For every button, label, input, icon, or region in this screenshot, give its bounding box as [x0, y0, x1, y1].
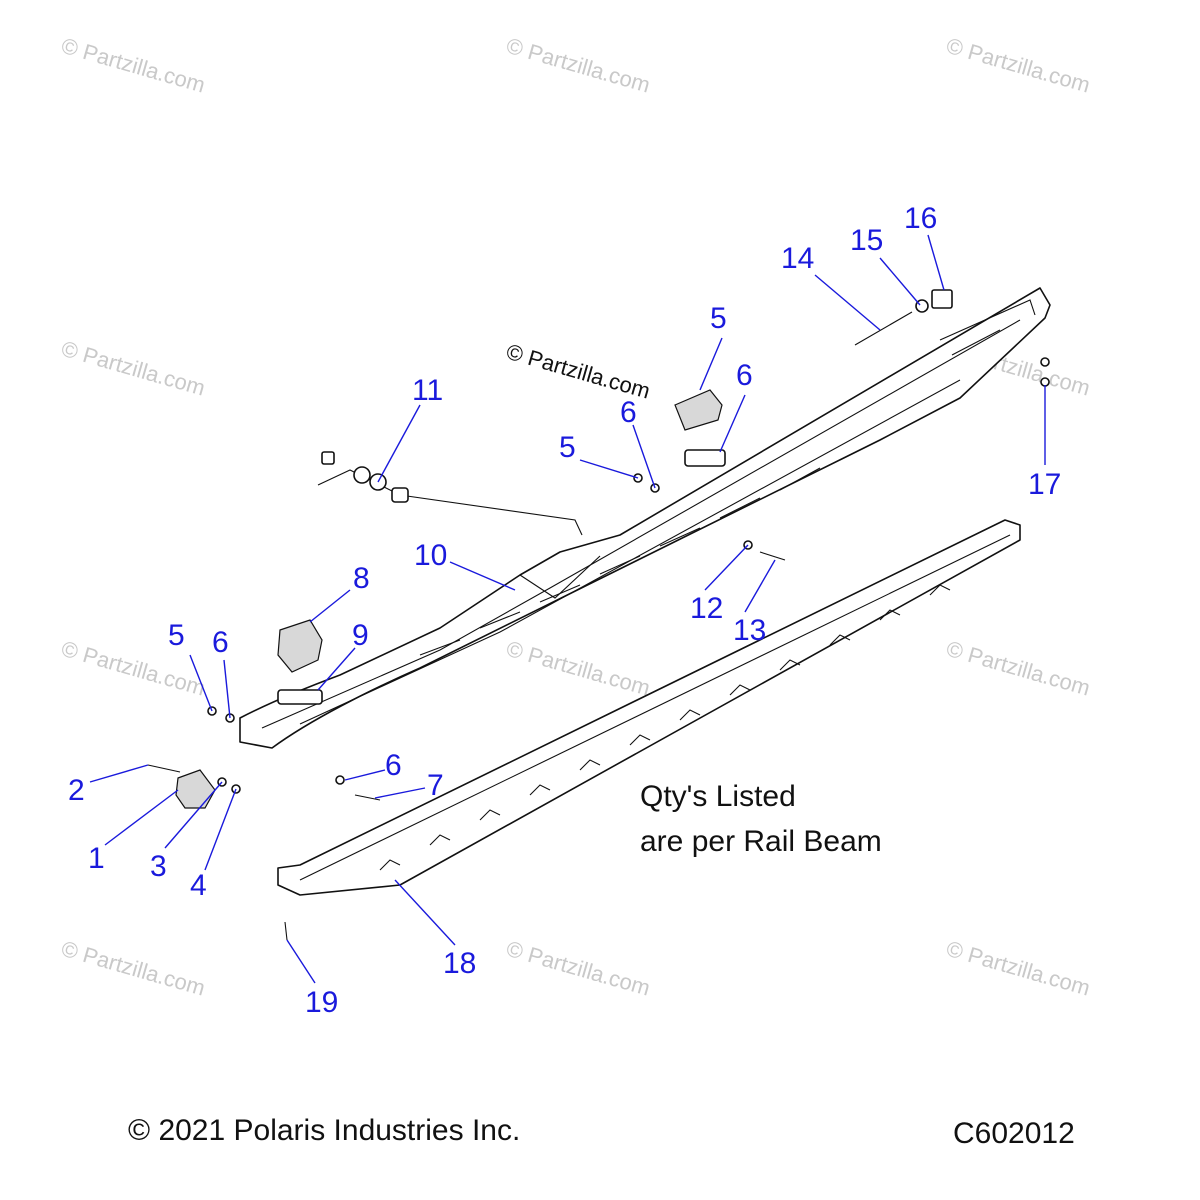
bumper-block	[277, 619, 323, 673]
watermark: © Partzilla.com	[504, 936, 653, 1001]
rail-beam	[239, 287, 1051, 749]
watermarks-row2a: © Partzilla.com	[59, 336, 208, 401]
callout-number: 4	[190, 869, 207, 902]
callout-number: 12	[690, 592, 723, 625]
watermark: © Partzilla.com	[944, 936, 1093, 1001]
watermarks-row4a: © Partzilla.com	[59, 936, 208, 1001]
note-line-1: Qty's Listed	[640, 780, 796, 813]
watermarks-row1b: © Partzilla.com	[504, 33, 653, 98]
copyright-text: © 2021 Polaris Industries Inc.	[128, 1114, 520, 1147]
upper-block	[674, 389, 723, 431]
callout-number: 11	[412, 374, 443, 407]
callout-number: 2	[68, 774, 85, 807]
slide-block	[684, 449, 726, 467]
callout-number: 3	[150, 850, 167, 883]
threaded-rod	[854, 289, 953, 346]
watermark: © Partzilla.com	[944, 33, 1093, 98]
watermarks-row1c: © Partzilla.com	[944, 33, 1093, 98]
watermark: © Partzilla.com	[59, 936, 208, 1001]
callout-number: 5	[168, 619, 185, 652]
callout-number: 6	[736, 359, 753, 392]
callout-number: 7	[427, 769, 444, 802]
callout-number: 19	[305, 986, 338, 1019]
wear-pad	[277, 689, 323, 705]
quantity-note: Qty's Listed are per Rail Beam	[640, 780, 882, 858]
callout-number: 6	[212, 626, 229, 659]
callout-number: 6	[620, 396, 637, 429]
callout-number: 14	[781, 242, 814, 275]
spring-rod	[317, 451, 583, 536]
watermark: © Partzilla.com	[504, 339, 653, 404]
watermarks-row4c: © Partzilla.com	[944, 936, 1093, 1001]
watermark: © Partzilla.com	[944, 636, 1093, 701]
footer: © 2021 Polaris Industries Inc. C602012	[128, 1114, 1075, 1150]
watermarks-row4b: © Partzilla.com	[504, 936, 653, 1001]
small-hardware	[207, 357, 1050, 941]
watermark: © Partzilla.com	[59, 636, 208, 701]
callout-number: 5	[710, 302, 727, 335]
callout-number: 1	[88, 842, 105, 875]
watermark: © Partzilla.com	[504, 636, 653, 701]
watermark: © Partzilla.com	[504, 33, 653, 98]
end-cap	[147, 764, 216, 809]
callout-number: 5	[559, 431, 576, 464]
callout-number: 17	[1028, 468, 1061, 501]
watermark: © Partzilla.com	[59, 336, 208, 401]
callout-number: 15	[850, 224, 883, 257]
watermarks-row3a: © Partzilla.com	[59, 636, 208, 701]
callout-number: 16	[904, 202, 937, 235]
watermarks-row3b: © Partzilla.com	[504, 636, 653, 701]
note-line-2: are per Rail Beam	[640, 825, 882, 858]
callout-number: 10	[414, 539, 447, 572]
callout-number: 13	[733, 614, 766, 647]
callout-number: 18	[443, 947, 476, 980]
callout-number: 6	[385, 749, 402, 782]
watermark-center: © Partzilla.com	[504, 339, 653, 404]
watermarks-row3c: © Partzilla.com	[944, 636, 1093, 701]
callout-number: 9	[352, 619, 369, 652]
watermarks: © Partzilla.com	[59, 33, 208, 98]
watermark: © Partzilla.com	[59, 33, 208, 98]
diagram-code: C602012	[953, 1117, 1075, 1150]
callout-number: 8	[353, 562, 370, 595]
leader-lines	[89, 234, 1046, 984]
slide	[277, 519, 1021, 896]
callouts: 1 2 3 4 5 6 8 9 5 6 10 11 5 6 12 13 6 7 …	[68, 202, 1061, 1019]
